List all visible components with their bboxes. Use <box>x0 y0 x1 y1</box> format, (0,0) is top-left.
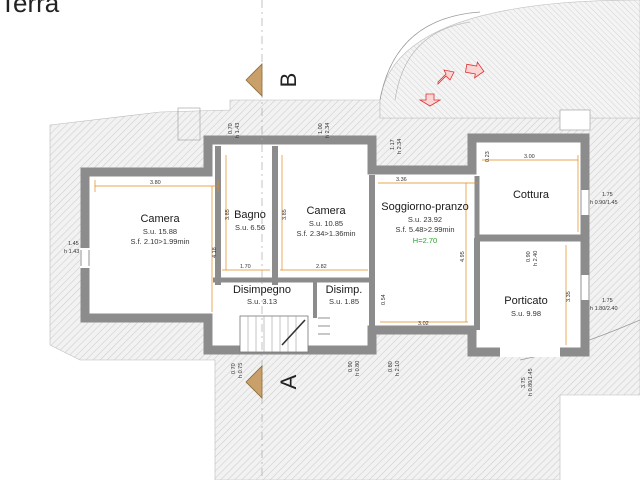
svg-text:S.u. 23.92: S.u. 23.92 <box>408 215 442 224</box>
svg-text:0.80: 0.80 <box>388 361 394 372</box>
svg-text:h 0.80: h 0.80 <box>355 361 361 376</box>
entry-arrows <box>418 61 485 107</box>
svg-text:0.90: 0.90 <box>526 251 532 262</box>
svg-text:1.70: 1.70 <box>240 264 251 270</box>
room-cottura: Cottura <box>513 189 550 201</box>
svg-text:0.23: 0.23 <box>485 151 491 162</box>
room-camera-2: Camera S.u. 10.85 S.f. 2.34>1.36min <box>297 205 356 238</box>
svg-text:4.95: 4.95 <box>460 251 466 262</box>
section-marker-b: B <box>245 63 301 97</box>
room-bagno: Bagno S.u. 6.56 <box>234 209 266 232</box>
staircase <box>239 315 330 353</box>
svg-text:S.u. 9.98: S.u. 9.98 <box>511 309 541 318</box>
svg-text:Cottura: Cottura <box>513 189 550 201</box>
plan-title: Terra <box>0 0 60 18</box>
room-soggiorno-pranzo: Soggiorno-pranzo S.u. 23.92 S.f. 5.48>2.… <box>381 201 468 245</box>
svg-text:3.85: 3.85 <box>282 209 288 220</box>
svg-text:1.00: 1.00 <box>318 123 324 134</box>
svg-text:S.f. 5.48>2.99min: S.f. 5.48>2.99min <box>396 225 455 234</box>
svg-text:3.80: 3.80 <box>150 180 161 186</box>
svg-text:S.f. 2.10>1.99min: S.f. 2.10>1.99min <box>131 237 190 246</box>
opening-labels: 1.45 h 1.43 0.70 h 1.43 1.00 h 2.34 1.17… <box>64 123 618 396</box>
svg-text:S.u. 3.13: S.u. 3.13 <box>247 297 277 306</box>
svg-text:1.45: 1.45 <box>68 241 79 247</box>
svg-text:3.00: 3.00 <box>524 154 535 160</box>
svg-text:3.85: 3.85 <box>225 209 231 220</box>
svg-text:A: A <box>276 374 301 389</box>
svg-text:3.36: 3.36 <box>396 177 407 183</box>
room-camera-1: Camera S.u. 15.88 S.f. 2.10>1.99min <box>131 213 190 246</box>
building-walls <box>80 133 590 357</box>
room-height: H=2.70 <box>413 236 437 245</box>
svg-text:h 0.75: h 0.75 <box>238 363 244 378</box>
svg-text:Camera: Camera <box>306 205 346 217</box>
svg-text:S.u. 6.56: S.u. 6.56 <box>235 223 265 232</box>
svg-text:h 0.80/1.45: h 0.80/1.45 <box>528 368 534 396</box>
svg-text:h 2.34: h 2.34 <box>397 139 403 154</box>
svg-text:S.u. 15.88: S.u. 15.88 <box>143 227 177 236</box>
svg-text:1.75: 1.75 <box>602 298 613 304</box>
svg-text:Bagno: Bagno <box>234 209 266 221</box>
svg-text:h 2.40: h 2.40 <box>533 251 539 266</box>
svg-text:4.18: 4.18 <box>212 247 218 258</box>
svg-text:h 2.34: h 2.34 <box>325 123 331 138</box>
room-porticato: Porticato S.u. 9.98 <box>504 295 547 318</box>
svg-text:0.70: 0.70 <box>228 123 234 134</box>
dimension-lines <box>94 155 579 345</box>
svg-text:Disimp.: Disimp. <box>326 284 363 296</box>
svg-text:S.u. 1.85: S.u. 1.85 <box>329 297 359 306</box>
svg-text:0.70: 0.70 <box>231 363 237 374</box>
svg-text:0.90: 0.90 <box>348 361 354 372</box>
svg-text:3.02: 3.02 <box>418 321 429 327</box>
svg-text:1.17: 1.17 <box>390 139 396 150</box>
svg-text:2.82: 2.82 <box>316 264 327 270</box>
room-disimpegno: Disimpegno S.u. 3.13 <box>233 284 291 306</box>
svg-text:h 0.90/1.45: h 0.90/1.45 <box>590 200 618 206</box>
svg-text:Porticato: Porticato <box>504 295 547 307</box>
svg-text:3.35: 3.35 <box>566 291 572 302</box>
svg-text:h 1.80/2.40: h 1.80/2.40 <box>590 306 618 312</box>
svg-text:Camera: Camera <box>140 213 180 225</box>
svg-text:Disimpegno: Disimpegno <box>233 284 291 296</box>
svg-text:B: B <box>276 73 301 88</box>
svg-text:h 1.43: h 1.43 <box>64 249 79 255</box>
svg-text:S.f. 2.34>1.36min: S.f. 2.34>1.36min <box>297 229 356 238</box>
svg-text:h 1.43: h 1.43 <box>235 123 241 138</box>
section-marker-a: A <box>245 365 301 399</box>
svg-text:Soggiorno-pranzo: Soggiorno-pranzo <box>381 201 468 213</box>
svg-text:3.75: 3.75 <box>521 377 527 388</box>
dimension-labels: 3.80 4.18 3.85 1.70 3.85 2.82 3.36 3.00 … <box>150 151 572 327</box>
svg-text:1.75: 1.75 <box>602 192 613 198</box>
room-disimp: Disimp. S.u. 1.85 <box>326 284 363 306</box>
svg-text:0.54: 0.54 <box>381 294 387 305</box>
svg-text:h 2.10: h 2.10 <box>395 361 401 376</box>
svg-text:S.u. 10.85: S.u. 10.85 <box>309 219 343 228</box>
